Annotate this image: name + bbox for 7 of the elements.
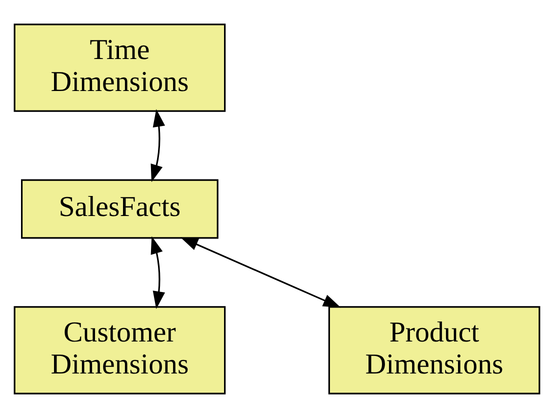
arrow (150, 108, 166, 182)
node-box: Time Dimensions (14, 23, 226, 112)
arrow (150, 236, 166, 308)
node-box: Product Dimensions (328, 306, 540, 394)
node-box: Customer Dimensions (14, 306, 226, 394)
node-box: SalesFacts (21, 178, 218, 238)
arrow (180, 236, 341, 308)
